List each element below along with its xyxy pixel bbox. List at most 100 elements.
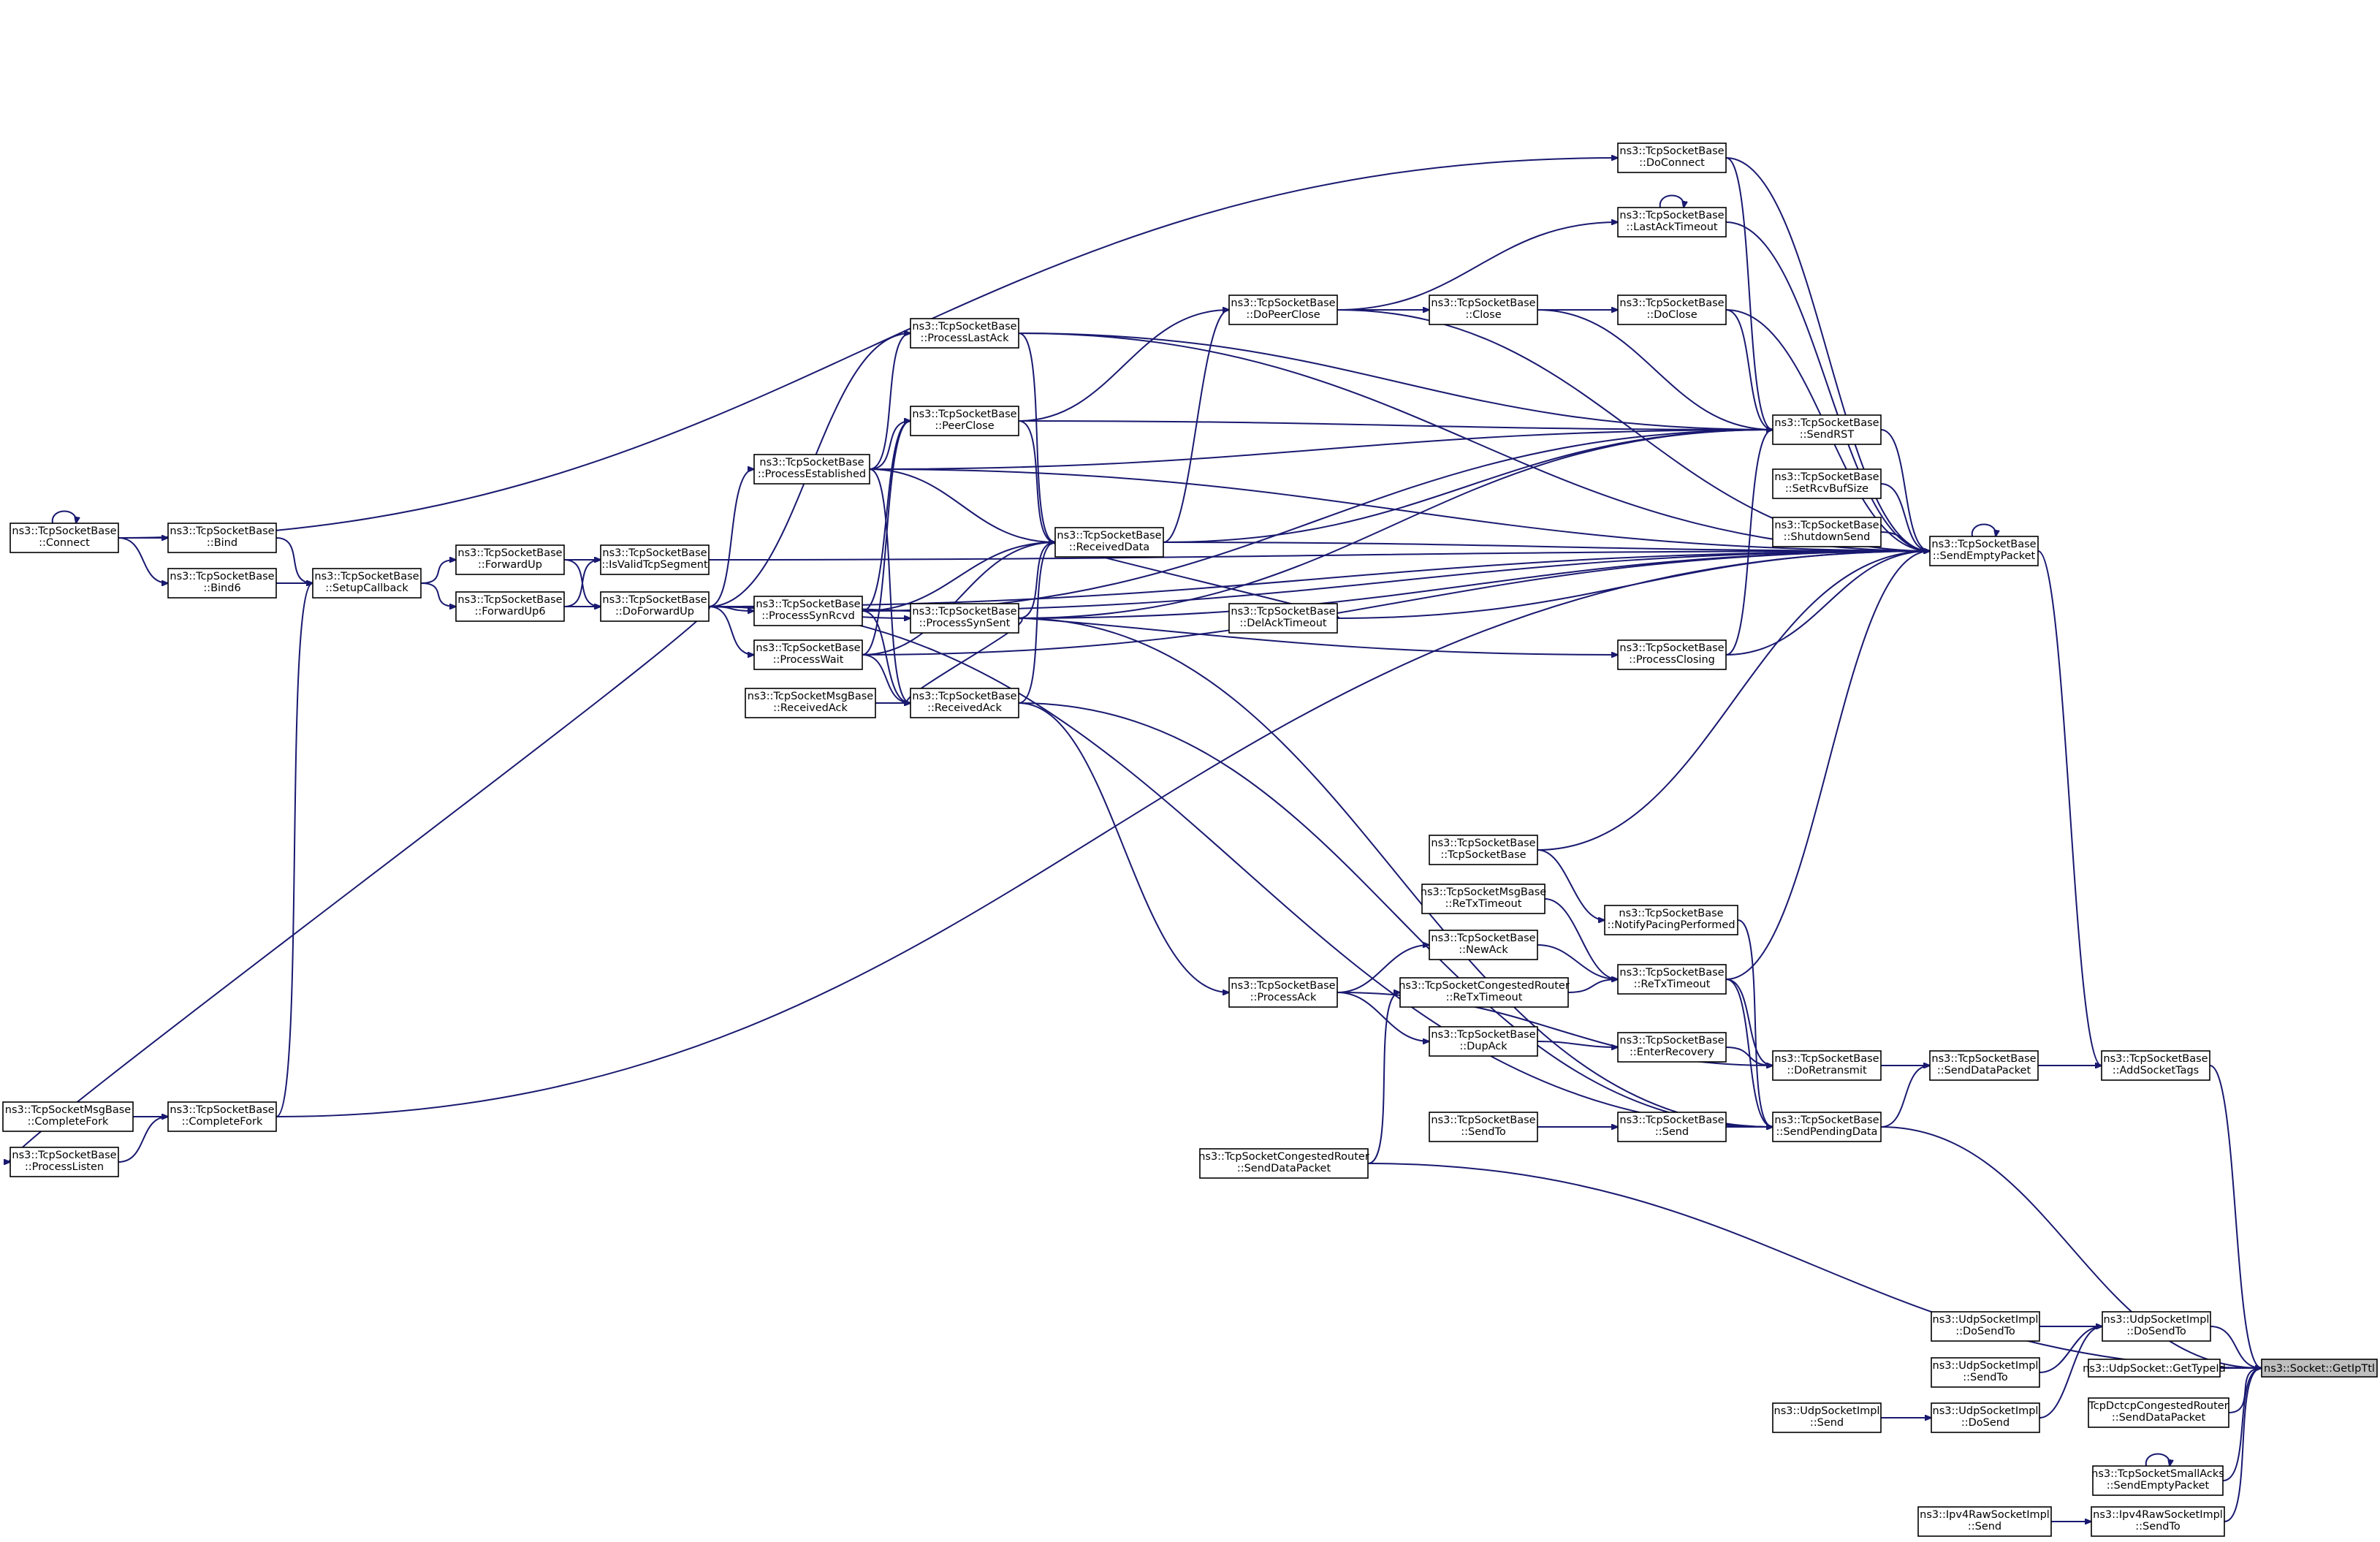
graph-node[interactable]: ns3::TcpSocketBase::CompleteFork	[167, 1101, 277, 1132]
edge-processEstablished-to-processLastAck	[869, 333, 910, 470]
graph-node[interactable]: ns3::TcpSocketBase::Bind6	[167, 568, 277, 599]
node-box	[1429, 1026, 1538, 1057]
node-label: ns3::TcpSocketBase	[602, 547, 707, 559]
node-box	[1772, 1050, 1882, 1081]
edge-processSynRcvd-to-peerClose	[862, 421, 910, 612]
graph-node[interactable]: ns3::UdpSocketImpl::SendTo	[1931, 1357, 2040, 1388]
graph-node[interactable]: ns3::TcpSocketMsgBase::ReTxTimeout	[1421, 884, 1547, 914]
graph-node[interactable]: ns3::TcpSocketBase::SendEmptyPacket	[1929, 536, 2039, 566]
graph-node[interactable]: ns3::TcpSocketBase::ReTxTimeout	[1617, 964, 1727, 995]
graph-node[interactable]: ns3::TcpSocketMsgBase::CompleteFork	[2, 1101, 134, 1132]
node-label: ns3::TcpSocketBase	[1931, 539, 2036, 550]
edge-isValidTcpSegment-to-sendEmptyPacket	[708, 551, 1930, 561]
graph-node[interactable]: ns3::TcpSocketBase::SetupCallback	[312, 568, 422, 599]
graph-node[interactable]: ns3::UdpSocket::GetTypeId	[2083, 1359, 2226, 1378]
node-label: ns3::TcpSocketBase	[1619, 297, 1724, 309]
node-label: ns3::TcpSocketBase	[1619, 1114, 1724, 1126]
node-label: ns3::Socket::GetIpTtl	[2264, 1363, 2375, 1375]
node-label: ::ReTxTimeout	[1445, 898, 1522, 910]
graph-node[interactable]: ns3::TcpSocketBase::Connect	[9, 523, 119, 553]
node-label: ns3::TcpSocketMsgBase	[1421, 886, 1547, 898]
edge-newAck-to-reTxTimeout	[1537, 944, 1618, 979]
node-label: ::ReceivedAck	[927, 702, 1002, 714]
graph-node[interactable]: ns3::TcpSocketBase::Close	[1429, 295, 1538, 325]
edge-receivedAck-to-processAck	[1018, 702, 1229, 992]
edge-ipv4RawSendTo-to-root	[2224, 1368, 2262, 1522]
graph-node[interactable]: TcpDctcpCongestedRouter::SendDataPacket	[2088, 1397, 2229, 1428]
graph-node[interactable]: ns3::TcpSocketBase::EnterRecovery	[1617, 1032, 1727, 1063]
node-box	[2091, 1506, 2225, 1537]
graph-node[interactable]: ns3::TcpSocketBase::ProcessEstablished	[753, 454, 870, 485]
graph-node[interactable]: ns3::TcpSocketBase::ShutdownSend	[1772, 517, 1882, 547]
graph-node[interactable]: ns3::TcpSocketBase::ProcessWait	[753, 639, 863, 670]
graph-node[interactable]: ns3::TcpSocketCongestedRouter::SendDataP…	[1198, 1148, 1369, 1179]
edge-processListen-to-completeFork	[118, 1117, 168, 1163]
graph-node[interactable]: ns3::TcpSocketBase::DoRetransmit	[1772, 1050, 1882, 1081]
graph-node[interactable]: ns3::UdpSocketImpl::DoSendTo	[1931, 1311, 2040, 1342]
graph-node[interactable]: ns3::TcpSocketBase::PeerClose	[910, 406, 1019, 436]
graph-node[interactable]: ns3::TcpSocketBase::DoPeerClose	[1228, 295, 1338, 325]
graph-node[interactable]: ns3::TcpSocketBase::AddSocketTags	[2101, 1050, 2210, 1081]
graph-node[interactable]: ns3::TcpSocketBase::SetRcvBufSize	[1772, 468, 1882, 499]
node-label: ns3::TcpSocketBase	[1774, 520, 1879, 531]
node-box	[1604, 905, 1738, 935]
graph-node[interactable]: ns3::TcpSocketBase::DoForwardUp	[600, 591, 710, 622]
node-label: ::ProcessSynRcvd	[761, 610, 855, 622]
node-label: ::DoClose	[1646, 309, 1697, 321]
graph-node[interactable]: ns3::TcpSocketBase::DupAck	[1429, 1026, 1538, 1057]
node-label: ns3::TcpSocketBase	[1431, 1114, 1535, 1126]
graph-node[interactable]: ns3::TcpSocketBase::ProcessSynSent	[910, 603, 1019, 634]
graph-node[interactable]: ns3::TcpSocketMsgBase::ReceivedAck	[745, 688, 876, 718]
node-label: ns3::UdpSocketImpl	[1933, 1360, 2039, 1372]
graph-node[interactable]: ns3::TcpSocketBase::ReceivedAck	[910, 688, 1019, 718]
graph-node[interactable]: ns3::TcpSocketBase::IsValidTcpSegment	[600, 544, 710, 575]
graph-node[interactable]: ns3::TcpSocketBase::SendDataPacket	[1929, 1050, 2039, 1081]
graph-node[interactable]: ns3::TcpSocketBase::DoConnect	[1617, 143, 1727, 173]
edge-processLastAck-to-sendRST	[1018, 333, 1773, 430]
edge-reTxTimeout-to-doRetransmit	[1725, 979, 1773, 1066]
edge-processWait-to-sendEmptyPacket	[862, 551, 1930, 656]
graph-node[interactable]: ns3::TcpSocketBase::Send	[1617, 1112, 1727, 1142]
graph-node[interactable]: ns3::TcpSocketBase::ProcessLastAck	[910, 318, 1019, 349]
node-label: ::Send	[1968, 1521, 2001, 1532]
node-box	[910, 688, 1019, 718]
edge-connect-to-doConnect	[118, 158, 1618, 539]
graph-node[interactable]: ns3::UdpSocketImpl::Send	[1772, 1402, 1882, 1433]
graph-node[interactable]: ns3::UdpSocketImpl::DoSendTo	[2102, 1311, 2211, 1342]
node-label: ns3::UdpSocket::GetTypeId	[2083, 1363, 2226, 1375]
node-label: ::ReceivedAck	[773, 702, 848, 714]
node-label: ::DoForwardUp	[615, 606, 694, 618]
graph-node[interactable]: ns3::UdpSocketImpl::DoSend	[1931, 1402, 2040, 1433]
graph-node[interactable]: ns3::TcpSocketBase::DoClose	[1617, 295, 1727, 325]
node-label: ::ReTxTimeout	[1446, 992, 1523, 1003]
graph-node[interactable]: ns3::TcpSocketBase::LastAckTimeout	[1617, 207, 1727, 238]
graph-node[interactable]: ns3::TcpSocketBase::ProcessListen	[9, 1147, 119, 1177]
graph-node[interactable]: ns3::Ipv4RawSocketImpl::Send	[1917, 1506, 2052, 1537]
graph-node[interactable]: ns3::TcpSocketBase::SendPendingData	[1772, 1112, 1882, 1142]
edge-completeFork-to-setupCallback	[275, 583, 313, 1117]
graph-node[interactable]: ns3::TcpSocketSmallAcks::SendEmptyPacket	[2091, 1465, 2224, 1496]
edge-udpDoSendTo-to-root	[2210, 1326, 2262, 1368]
graph-node[interactable]: ns3::TcpSocketCongestedRouter::ReTxTimeo…	[1399, 977, 1570, 1008]
graph-node[interactable]: ns3::TcpSocketBase::ProcessSynRcvd	[753, 596, 863, 626]
graph-node[interactable]: ns3::TcpSocketBase::NewAck	[1429, 930, 1538, 960]
node-box	[910, 318, 1019, 349]
node-label: ::AddSocketTags	[2113, 1065, 2199, 1076]
graph-node[interactable]: ns3::Ipv4RawSocketImpl::SendTo	[2091, 1506, 2225, 1537]
graph-node[interactable]: ns3::TcpSocketBase::SendTo	[1429, 1112, 1538, 1142]
graph-node[interactable]: ns3::TcpSocketBase::ProcessAck	[1228, 977, 1338, 1008]
graph-node[interactable]: ns3::TcpSocketBase::ProcessClosing	[1617, 639, 1727, 670]
graph-node[interactable]: ns3::TcpSocketBase::ForwardUp	[455, 544, 565, 575]
graph-node[interactable]: ns3::TcpSocketBase::ForwardUp6	[455, 591, 565, 622]
graph-node[interactable]: ns3::TcpSocketBase::DelAckTimeout	[1228, 603, 1338, 634]
graph-node[interactable]: ns3::TcpSocketBase::ReceivedData	[1054, 527, 1164, 558]
graph-node[interactable]: ns3::TcpSocketBase::Bind	[167, 523, 277, 553]
node-label: ns3::TcpSocketCongestedRouter	[1399, 980, 1570, 992]
node-label: ::SendDataPacket	[1937, 1065, 2031, 1076]
edge-receivedData-to-doPeerClose	[1163, 310, 1229, 543]
graph-node[interactable]: ns3::TcpSocketBase::SendRST	[1772, 414, 1882, 445]
focus-node[interactable]: ns3::Socket::GetIpTtl	[2261, 1359, 2378, 1378]
graph-node[interactable]: ns3::TcpSocketBase::NotifyPacingPerforme…	[1604, 905, 1738, 935]
graph-node[interactable]: ns3::TcpSocketBase::TcpSocketBase	[1429, 835, 1538, 865]
node-label: ns3::UdpSocketImpl	[2104, 1314, 2210, 1326]
